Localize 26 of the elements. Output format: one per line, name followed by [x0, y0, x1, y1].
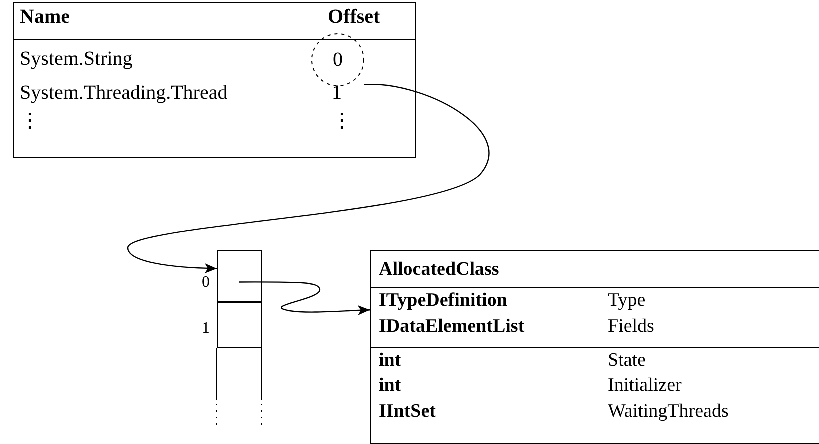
column-header: int [379, 351, 402, 370]
cell-text: ⋮ [332, 111, 352, 131]
curved-arrow [240, 282, 370, 316]
column-header: IIntSet [379, 402, 436, 421]
cell-text: WaitingThreads [608, 402, 729, 421]
cell-text: System.Threading.Thread [20, 83, 228, 103]
cell-text: ⋮ [20, 111, 40, 131]
index-label: 0 [202, 275, 210, 291]
column-header: ITypeDefinition [379, 291, 508, 310]
column-header: IDataElementList [379, 317, 525, 336]
cell-text: 0 [332, 48, 344, 73]
curved-arrow [127, 84, 490, 274]
column-header: Name [20, 7, 70, 27]
cell-text: 1 [332, 83, 342, 103]
cell-text: Type [608, 291, 646, 310]
column-header: Offset [328, 7, 380, 27]
table [370, 250, 819, 444]
index-label: 1 [202, 321, 210, 337]
column-header: AllocatedClass [379, 260, 500, 279]
cell-text: Initializer [608, 376, 682, 395]
cell-text: System.String [20, 49, 133, 69]
table [13, 2, 416, 158]
dashed-circle [311, 33, 365, 87]
column-header: int [379, 376, 402, 395]
cell-text: Fields [608, 317, 654, 336]
cell-text: State [608, 351, 646, 370]
